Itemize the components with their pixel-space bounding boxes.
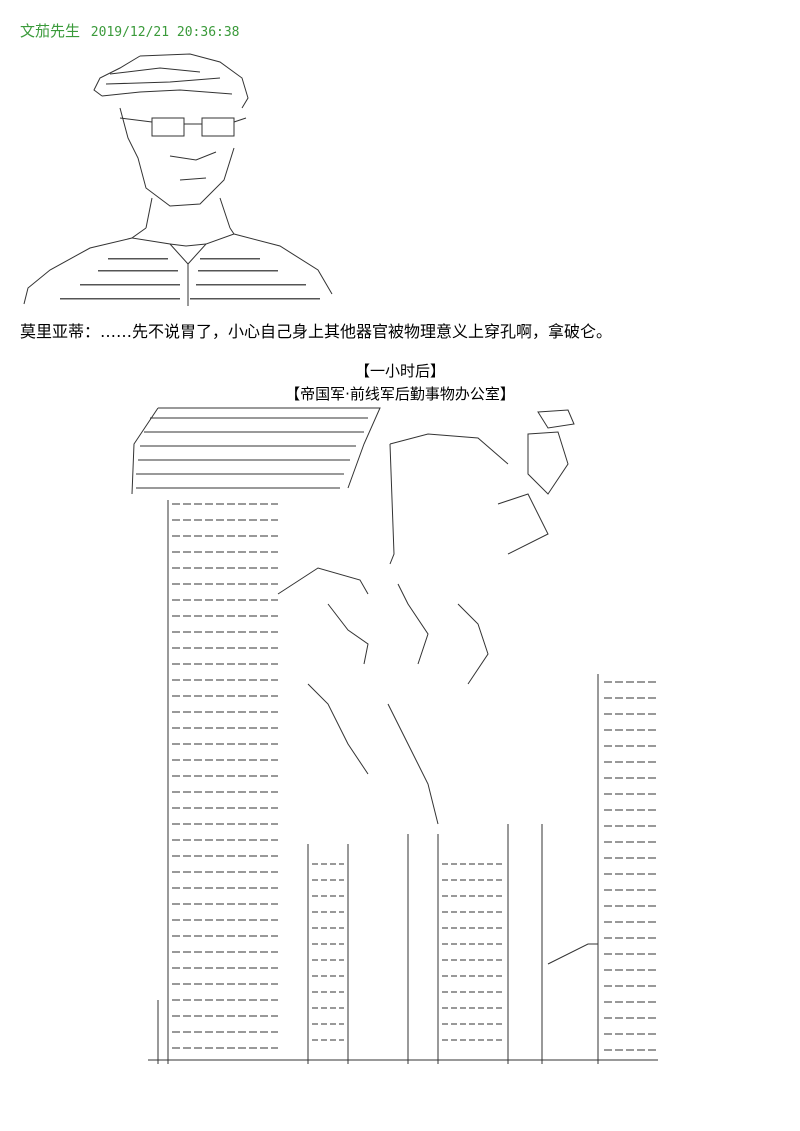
office-building-icon xyxy=(131,407,658,1064)
ascii-art-figure xyxy=(20,48,340,310)
dialogue-text: ……先不说胃了，小心自己身上其他器官被物理意义上穿孔啊，拿破仑。 xyxy=(100,322,613,341)
scene-time-caption: 【一小时后】 xyxy=(354,362,445,380)
post-timestamp: 2019/12/21 20:36:38 xyxy=(90,25,240,40)
dialogue-separator: ： xyxy=(84,322,101,341)
man-with-glasses-icon xyxy=(23,53,333,306)
scene-place-caption: 【帝国军·前线军后勤事物办公室】 xyxy=(285,385,515,403)
ascii-art-building xyxy=(128,404,660,1076)
post-author: 文茄先生 xyxy=(20,22,81,40)
dialogue-speaker: 莫里亚蒂 xyxy=(20,322,85,341)
dialogue-line: 莫里亚蒂：……先不说胃了，小心自己身上其他器官被物理意义上穿孔啊，拿破仑。 xyxy=(20,318,612,342)
post-header: 文茄先生 2019/12/21 20:36:38 xyxy=(20,20,240,42)
